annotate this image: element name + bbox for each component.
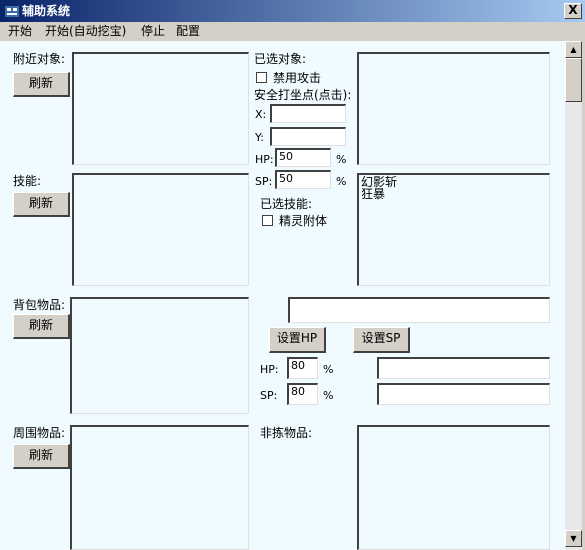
- surround-label: 周围物品:: [13, 426, 66, 440]
- nearby-list[interactable]: [72, 52, 249, 165]
- safe-point-label: 安全打坐点(点击):: [254, 88, 352, 102]
- scroll-thumb[interactable]: [565, 58, 582, 102]
- top-hp-unit: %: [336, 153, 347, 166]
- surround-refresh-button[interactable]: 刷新: [13, 444, 70, 469]
- top-sp-label: SP:: [255, 175, 273, 188]
- menu-bar: [0, 22, 585, 41]
- menu-config[interactable]: 配置: [176, 24, 201, 38]
- surround-list[interactable]: [70, 425, 249, 550]
- bag-sp-input[interactable]: 80: [287, 383, 318, 405]
- bag-sp-label: SP:: [260, 389, 278, 402]
- disable-attack-checkbox[interactable]: [256, 72, 267, 83]
- safe-y-input[interactable]: [270, 127, 346, 146]
- set-hp-button[interactable]: 设置HP: [269, 327, 326, 353]
- non-pickup-list[interactable]: [357, 425, 550, 550]
- bag-sp-unit: %: [323, 389, 334, 402]
- skills-refresh-button[interactable]: 刷新: [13, 192, 70, 217]
- safe-x-label: X:: [255, 108, 267, 121]
- non-pickup-label: 非拣物品:: [260, 426, 313, 440]
- skills-list[interactable]: [72, 173, 249, 286]
- bag-label: 背包物品:: [13, 298, 66, 312]
- menu-start[interactable]: 开始: [8, 24, 33, 38]
- top-hp-label: HP:: [255, 153, 274, 166]
- selected-skills-label: 已选技能:: [260, 197, 313, 211]
- bag-sp-item-field[interactable]: [377, 383, 550, 405]
- top-sp-unit: %: [336, 175, 347, 188]
- selected-skill-item[interactable]: 狂暴: [361, 187, 386, 201]
- scroll-down-icon[interactable]: ▼: [565, 530, 582, 547]
- bag-hp-unit: %: [323, 363, 334, 376]
- spirit-possession-checkbox[interactable]: [262, 215, 273, 226]
- spirit-possession-label[interactable]: 精灵附体: [279, 214, 328, 228]
- selected-target-label: 已选对象:: [254, 52, 307, 66]
- app-icon: [5, 6, 19, 17]
- menu-start-auto-dig[interactable]: 开始(自动挖宝): [45, 24, 127, 38]
- top-sp-input[interactable]: 50: [275, 170, 331, 189]
- set-sp-button[interactable]: 设置SP: [353, 327, 410, 353]
- nearby-refresh-button[interactable]: 刷新: [13, 72, 70, 97]
- window-title: 辅助系统: [22, 4, 71, 18]
- menu-stop[interactable]: 停止: [141, 24, 166, 38]
- scroll-up-icon[interactable]: ▲: [565, 41, 582, 58]
- nearby-label: 附近对象:: [13, 52, 66, 66]
- vertical-scrollbar[interactable]: [565, 41, 582, 550]
- window-frame: [582, 22, 585, 550]
- top-hp-input[interactable]: 50: [275, 148, 331, 167]
- bag-hp-input[interactable]: 80: [287, 357, 318, 379]
- title-bar[interactable]: 辅助系统 X: [0, 0, 585, 22]
- selected-target-list[interactable]: [357, 52, 550, 165]
- skills-label: 技能:: [13, 174, 42, 188]
- bag-item-field[interactable]: [288, 297, 550, 323]
- bag-list[interactable]: [70, 297, 249, 414]
- bag-refresh-button[interactable]: 刷新: [13, 314, 70, 339]
- bag-hp-item-field[interactable]: [377, 357, 550, 379]
- safe-x-input[interactable]: [270, 104, 346, 123]
- close-button[interactable]: X: [564, 3, 582, 19]
- selected-skills-list[interactable]: 幻影斩 狂暴: [357, 173, 550, 286]
- safe-y-label: Y:: [255, 131, 264, 144]
- selected-skill-item[interactable]: 幻影斩: [361, 175, 398, 189]
- bag-hp-label: HP:: [260, 363, 279, 376]
- disable-attack-label[interactable]: 禁用攻击: [273, 71, 322, 85]
